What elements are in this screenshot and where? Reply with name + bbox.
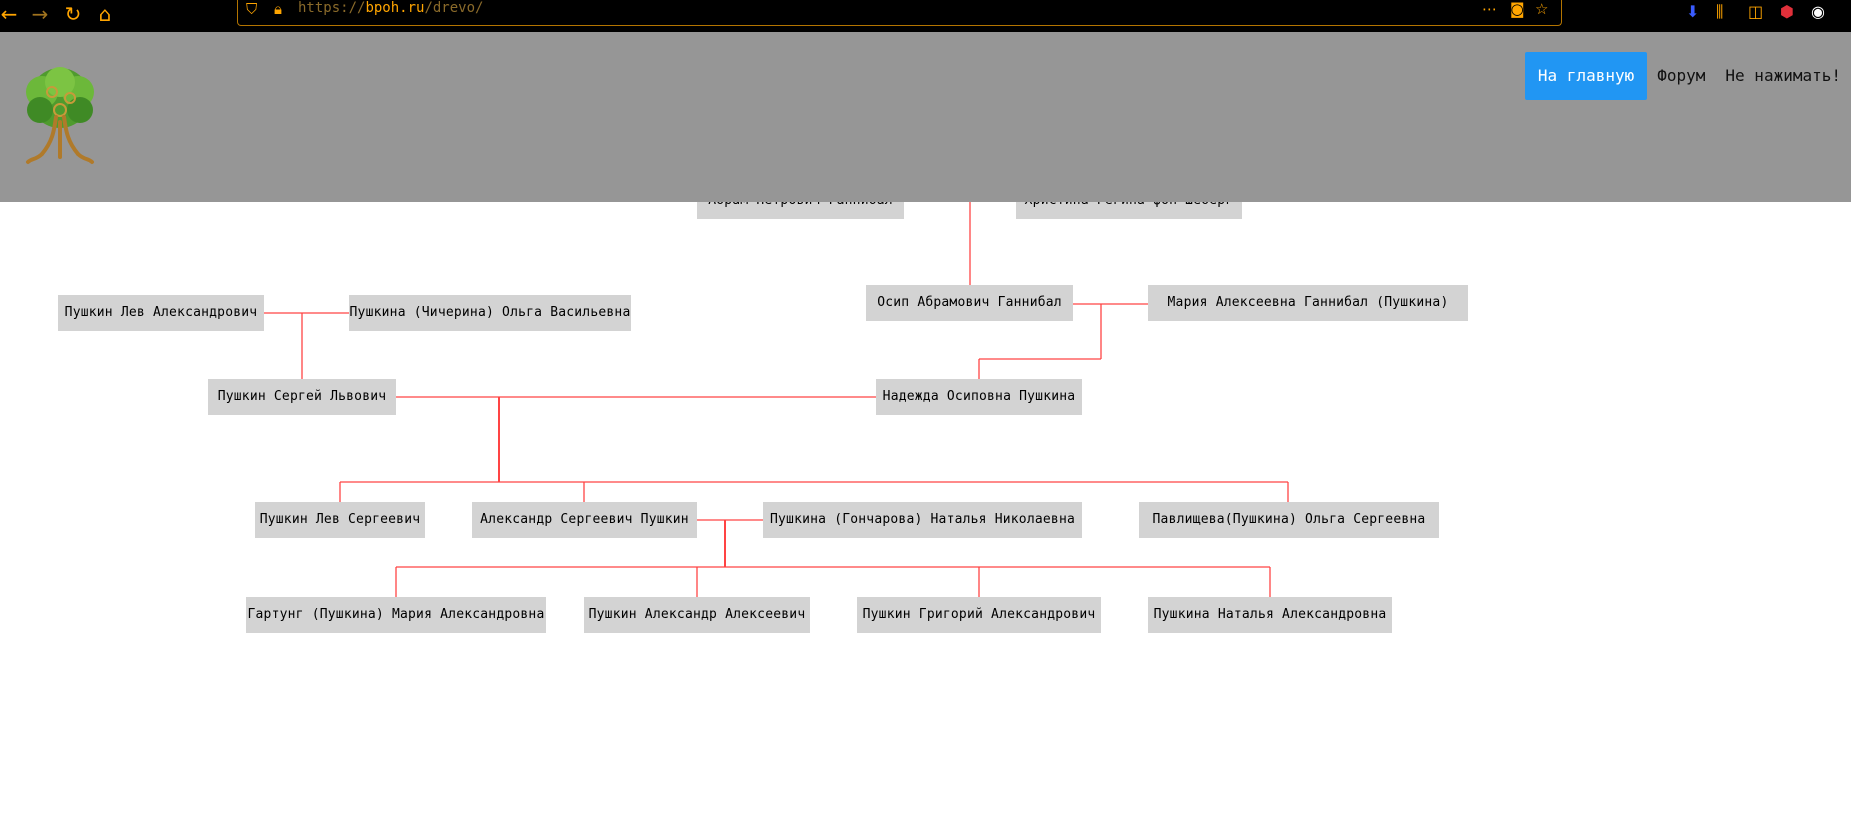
url-scheme: https:// [298, 0, 366, 16]
more-icon[interactable]: ⋯ [1482, 0, 1497, 18]
url-bar[interactable]: ⛉ 🔒︎ https://bpoh.ru/drevo/ ⋯ ◙ ☆ [237, 0, 1562, 26]
extension-icon[interactable]: ◉ [1811, 2, 1825, 21]
tree-logo-crown [26, 67, 94, 128]
download-icon[interactable]: ⬇ [1686, 2, 1700, 21]
person-card[interactable]: Пушкина (Чичерина) Ольга Васильевна [349, 295, 631, 331]
url-host: bpoh.ru [365, 0, 425, 16]
nav-forum-link[interactable]: Форум [1657, 66, 1706, 85]
pocket-icon[interactable]: ◙ [1510, 0, 1525, 18]
tree-logo[interactable] [12, 62, 108, 168]
back-icon[interactable]: ← [0, 2, 18, 26]
main-nav: На главную Форум Не нажимать! [1524, 52, 1851, 100]
person-card[interactable]: Александр Сергеевич Пушкин [472, 502, 697, 538]
person-card[interactable]: Надежда Осиповна Пушкина [876, 379, 1082, 415]
person-card[interactable]: Пушкин Лев Сергеевич [255, 502, 425, 538]
nav-home-link[interactable]: На главную [1524, 52, 1648, 100]
shield-icon[interactable]: ⛉ [246, 0, 258, 18]
person-card[interactable]: Гартунг (Пушкина) Мария Александровна [246, 597, 546, 633]
nav-dont-click-link[interactable]: Не нажимать! [1725, 66, 1841, 85]
star-icon[interactable]: ☆ [1535, 0, 1549, 18]
person-card[interactable]: Пушкина Наталья Александровна [1148, 597, 1392, 633]
person-card[interactable]: Осип Абрамович Ганнибал [866, 285, 1073, 321]
home-icon[interactable]: ⌂ [98, 2, 112, 26]
url-path: /drevo/ [424, 0, 484, 16]
library-icon[interactable]: ⫼ [1716, 2, 1724, 21]
person-card[interactable]: Павлищева(Пушкина) Ольга Сергеевна [1139, 502, 1439, 538]
person-card[interactable]: Мария Алексеевна Ганнибал (Пушкина) [1148, 285, 1468, 321]
tree-logo-trunk [26, 115, 94, 164]
site-header: На главную Форум Не нажимать! [0, 32, 1851, 202]
ublock-icon[interactable]: ⬢ [1780, 2, 1794, 21]
forward-icon[interactable]: → [31, 2, 49, 26]
url-text[interactable]: https://bpoh.ru/drevo/ [298, 0, 483, 16]
person-card[interactable]: Пушкин Лев Александрович [58, 295, 264, 331]
person-card[interactable]: Пушкин Сергей Львович [208, 379, 396, 415]
person-card[interactable]: Пушкина (Гончарова) Наталья Николаевна [763, 502, 1082, 538]
sidebar-icon[interactable]: ◫ [1748, 2, 1764, 21]
person-card[interactable]: Пушкин Александр Алексеевич [584, 597, 810, 633]
reload-icon[interactable]: ↻ [64, 2, 82, 26]
lock-icon[interactable]: 🔒︎ [274, 0, 282, 18]
browser-toolbar: ← → ↻ ⌂ ⛉ 🔒︎ https://bpoh.ru/drevo/ ⋯ ◙ … [0, 0, 1851, 32]
person-card[interactable]: Пушкин Григорий Александрович [857, 597, 1101, 633]
